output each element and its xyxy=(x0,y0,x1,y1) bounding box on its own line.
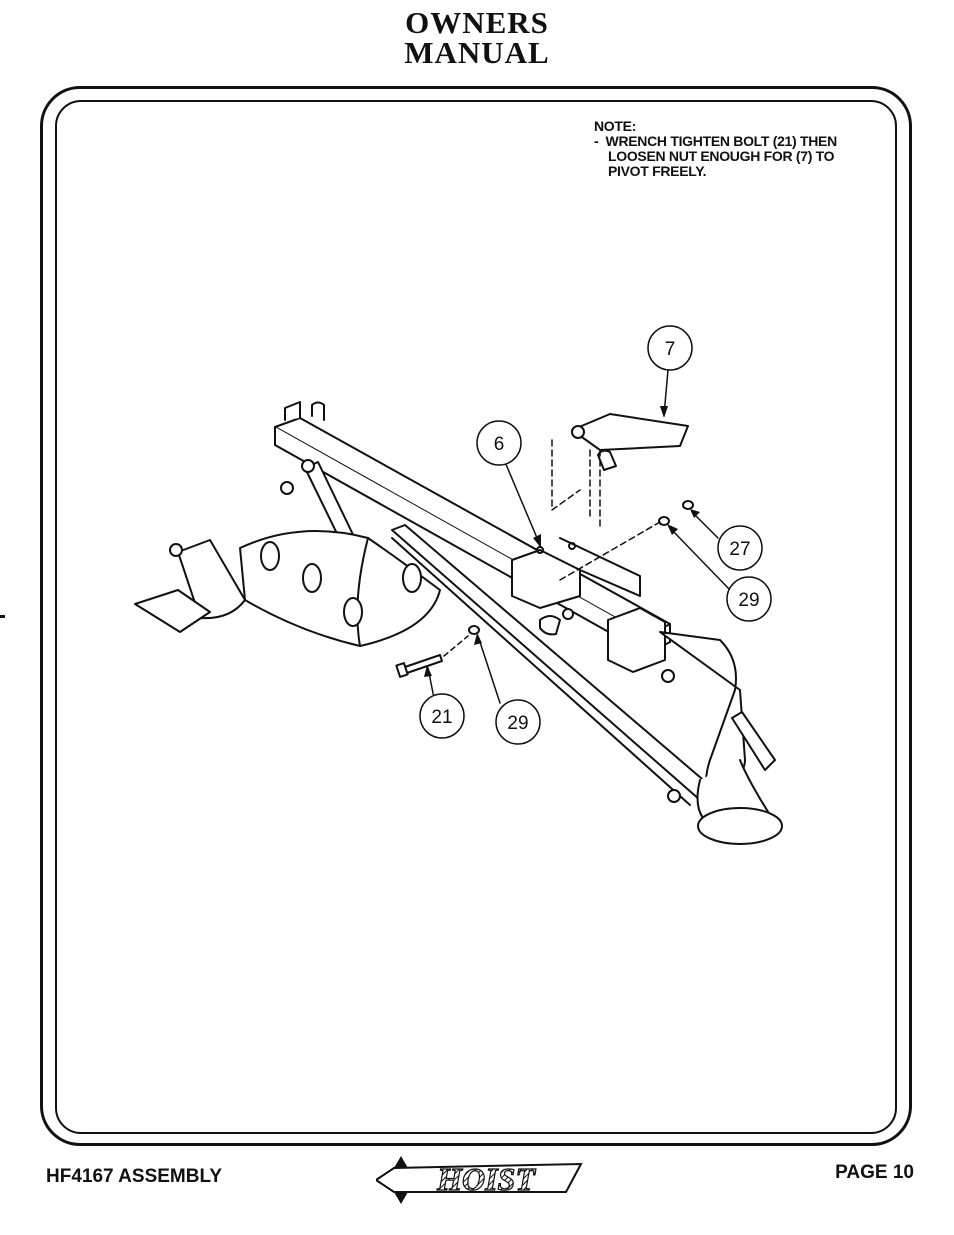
callout-balloon-21 xyxy=(419,693,465,739)
washer-29-lower xyxy=(468,625,480,635)
callout-balloon-7 xyxy=(647,325,693,371)
title-line-1: OWNERS xyxy=(405,5,549,40)
callout-label-29-lower: 29 xyxy=(507,713,528,734)
callout-label-6: 6 xyxy=(494,434,505,455)
assembly-note: NOTE: - WRENCH TIGHTEN BOLT (21) THEN LO… xyxy=(594,119,837,179)
seat-bracket-part-7 xyxy=(551,413,689,531)
callout-label-7: 7 xyxy=(665,339,676,360)
note-heading: NOTE: xyxy=(594,118,637,134)
title-line-2: MANUAL xyxy=(404,35,550,70)
callout-label-27: 27 xyxy=(729,539,750,560)
front-tab xyxy=(284,401,301,421)
left-front-leg xyxy=(134,481,294,633)
rear-upright xyxy=(659,631,783,845)
hoist-logo: HOIST xyxy=(376,1156,583,1204)
page-frame-inner xyxy=(55,100,897,1134)
footer-model: HF4167 ASSEMBLY xyxy=(46,1166,222,1187)
note-line-2: LOOSEN NUT ENOUGH FOR (7) TO xyxy=(608,148,835,164)
callout-balloon-29-lower xyxy=(495,699,541,745)
page-title: OWNERS MANUAL xyxy=(0,5,954,70)
bolt-part-21 xyxy=(395,635,469,678)
callout-balloon-29-upper xyxy=(726,576,772,622)
margin-mark xyxy=(0,615,5,618)
callout-balloon-27 xyxy=(717,525,763,571)
nut-27 xyxy=(682,500,694,510)
bracket-part-6 xyxy=(511,537,641,609)
footer-page-number: PAGE 10 xyxy=(835,1162,914,1183)
washer-29-upper xyxy=(658,516,670,526)
callout-balloon-6 xyxy=(476,420,522,466)
rear-sleeve xyxy=(607,607,666,673)
note-line-1: - WRENCH TIGHTEN BOLT (21) THEN xyxy=(594,133,837,149)
foot-plate xyxy=(239,529,441,647)
callout-label-21: 21 xyxy=(431,707,452,728)
callout-label-29-upper: 29 xyxy=(738,590,759,611)
note-line-3: PIVOT FREELY. xyxy=(608,163,707,179)
pop-pin-knob xyxy=(539,615,561,636)
svg-text:HOIST: HOIST xyxy=(436,1161,536,1197)
page-frame-outer xyxy=(40,86,912,1146)
